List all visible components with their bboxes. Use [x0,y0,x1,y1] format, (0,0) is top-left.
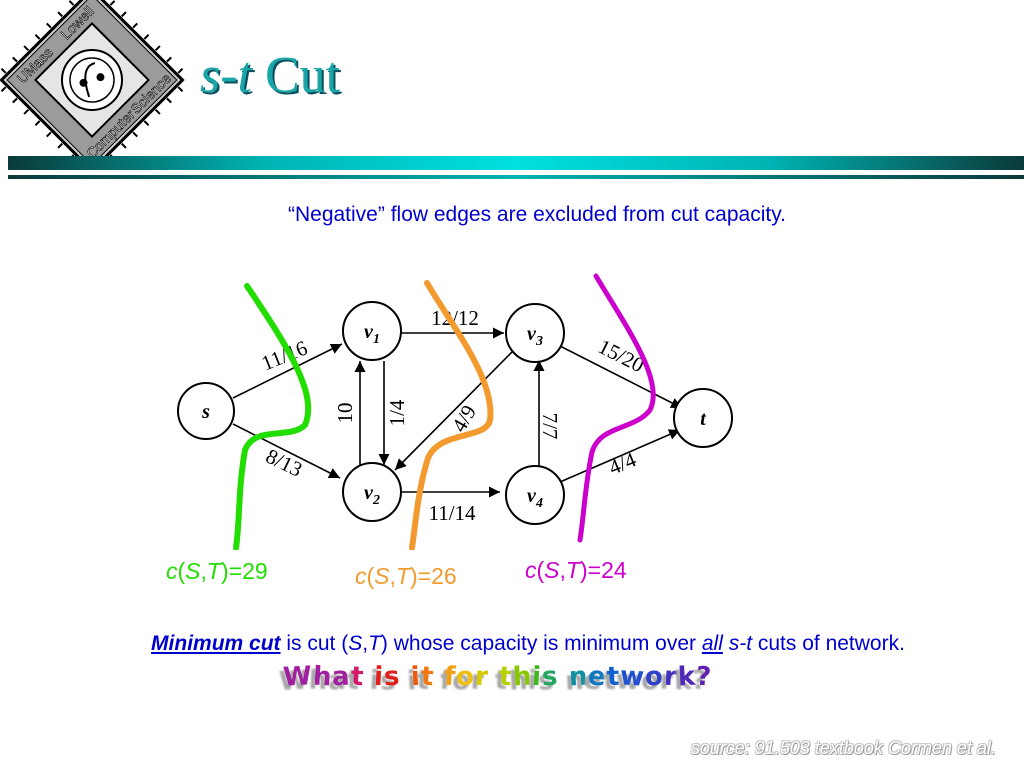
question-letter: r [663,661,679,693]
minimum-cut-definition: Minimum cut is cut (S,T) whose capacity … [151,632,905,655]
question-letter: n [567,661,589,693]
question-letter: o [644,661,665,693]
node-v1: v1 [342,301,402,361]
question-letter: k [677,661,698,693]
question-letter: o [455,661,477,693]
question-letter: t [498,661,514,693]
header-rule [8,156,1024,170]
question-letter: s [383,661,402,693]
node-s: s [177,382,235,440]
node-v3-label: v3 [527,323,543,349]
flow-network-diagram: s v1 v2 v3 v4 t 11/16 8/13 10 1/4 12/12 … [177,273,733,550]
node-v1-label: v1 [364,321,380,347]
node-v2-label: v2 [364,482,380,508]
cut-capacity-label-1: c(S,T)=29 [166,558,268,584]
cut-curve-3 [577,273,656,543]
node-s-label: s [201,401,210,423]
node-t: t [673,388,733,448]
title-variable: s-t [200,47,252,104]
node-v3: v3 [505,303,565,363]
cut-capacity-label-3: c(S,T)=24 [525,557,627,583]
node-v2: v2 [342,462,402,522]
edge-label-v2-v1: 10 [333,403,357,424]
edge-label-v1-v2: 1/4 [385,399,409,426]
umass-lowell-cs-logo: UMass Lowell Computer Science [0,0,185,160]
question-letter: s [541,661,560,693]
edge-label-v4-v3: 7/7 [538,413,562,440]
source-citation: source: 91.503 textbook Cormen et al. [690,738,996,758]
edge-label-v2-v4: 11/14 [428,501,476,525]
cut-curve-1 [233,283,312,550]
page-title: s-t Cut [200,46,340,105]
edge-v3-t [559,345,683,409]
cut-capacity-label-2: c(S,T)=26 [355,563,457,589]
question-letter: W [282,661,314,693]
definition-term: Minimum cut [151,632,281,655]
header-rule-thin [8,175,1024,179]
edge-s-v1 [232,343,343,399]
edge-label-v4-t: 4/4 [605,447,639,479]
question-letter: a [331,661,352,693]
question-letter: h [511,661,533,693]
subtitle: “Negative” flow edges are excluded from … [287,203,786,226]
question-letter: e [587,661,608,693]
edge-label-s-v2: 8/13 [262,444,306,482]
question-banner: What is it for this network? [282,661,714,693]
title-word: Cut [265,47,341,104]
cut-curve-2 [409,280,494,550]
question-letter: h [311,661,333,693]
node-t-label: t [700,408,707,430]
question-letter: w [619,661,647,693]
edge-s-v2 [232,423,341,479]
edge-v4-t [559,429,681,483]
node-v4: v4 [505,465,565,525]
question-letter: ? [695,661,714,693]
edge-v3-v2 [394,351,513,471]
node-v4-label: v4 [527,485,543,511]
